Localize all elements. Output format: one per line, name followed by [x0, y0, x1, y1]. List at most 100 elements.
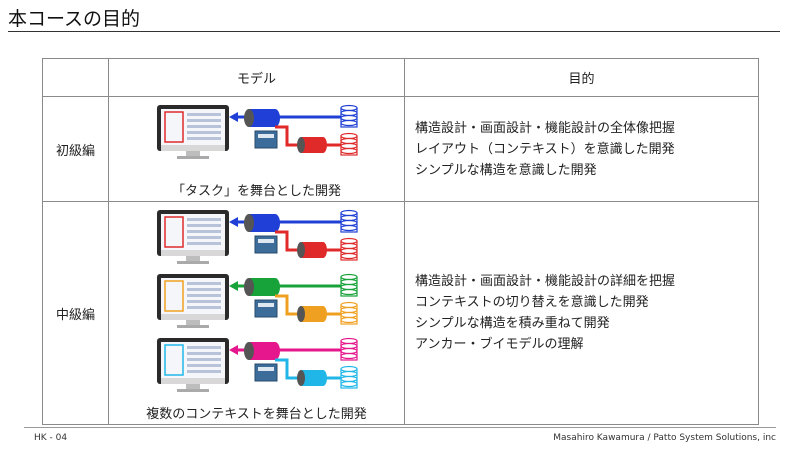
footer-divider [24, 427, 776, 428]
pipe-mouth [297, 306, 305, 322]
monitor-neck [186, 320, 200, 325]
header-model: モデル [108, 58, 405, 97]
screen-line [187, 113, 221, 116]
pipeline-illustration [157, 104, 358, 159]
header-corner [42, 58, 109, 97]
monitor-chin [161, 250, 225, 256]
book-icon [254, 299, 278, 318]
database-disk [340, 219, 358, 227]
database-disk [340, 380, 358, 388]
title-underline [8, 31, 780, 32]
pipe-body [301, 242, 323, 258]
pipe-end [270, 214, 280, 232]
screen-line [187, 294, 221, 297]
screen-line [187, 236, 221, 239]
pipe-mouth [244, 342, 254, 360]
screen-line [187, 137, 221, 140]
pipe-body [301, 370, 323, 386]
book-label [258, 367, 274, 371]
arrow-left-icon [229, 345, 238, 355]
pipe-mouth [244, 214, 254, 232]
pipe-end [319, 137, 327, 153]
database-disk [340, 311, 358, 319]
screen-line [187, 131, 221, 134]
database-disk [340, 288, 358, 296]
database-disk [340, 301, 358, 309]
goal-item: 構造設計・画面設計・機能設計の全体像把握 [415, 120, 676, 136]
screen-line [187, 282, 221, 285]
goal-item: コンテキストの切り替えを意識した開発 [415, 295, 649, 310]
monitor-stand [177, 325, 209, 328]
table-header-row: モデル 目的 [42, 58, 759, 97]
pipe-body [301, 137, 323, 153]
pipe-end [319, 370, 327, 386]
database-disk [340, 137, 358, 145]
database-disk [340, 306, 358, 314]
level-beginner: 初級編 [42, 96, 109, 202]
book-icon [254, 235, 278, 254]
pipe-body [249, 342, 275, 360]
goal-item: 構造設計・画面設計・機能設計の詳細を把握 [415, 274, 676, 289]
screen-line [187, 242, 221, 245]
database-disk [340, 375, 358, 383]
database-disk [340, 114, 358, 122]
pipe-end [319, 306, 327, 322]
monitor-neck [186, 384, 200, 389]
screen-line [187, 218, 221, 221]
pipe-end [270, 342, 280, 360]
database-disk [340, 132, 358, 140]
monitor-stand [177, 389, 209, 392]
database-disk [340, 237, 358, 245]
model-beginner: 「タスク」を舞台とした開発 [108, 96, 405, 202]
monitor-stand [177, 261, 209, 264]
database-disk [340, 224, 358, 232]
pipeline-illustration [157, 209, 358, 392]
database-disk [340, 247, 358, 255]
goal-item: シンプルな構造を積み重ねて開発 [415, 316, 610, 331]
screen-panel [164, 344, 184, 376]
screen-line [187, 370, 221, 373]
screen-panel [164, 111, 184, 143]
pipeline-diagram [109, 103, 404, 183]
database-disk [340, 242, 358, 250]
book-label [258, 134, 274, 138]
database-disk [340, 352, 358, 360]
model-caption: 「タスク」を舞台とした開発 [171, 184, 341, 199]
database-disk [340, 252, 358, 260]
screen-line [187, 306, 221, 309]
pipe-body [301, 306, 323, 322]
arrow-left-icon [229, 217, 238, 227]
screen-line [187, 230, 221, 233]
goals-beginner: 構造設計・画面設計・機能設計の全体像把握 レイアウト（コンテキスト）を意識した開… [404, 96, 759, 202]
arrow-left-icon [229, 112, 238, 122]
book-label [258, 303, 274, 307]
database-disk [340, 278, 358, 286]
monitor-neck [186, 151, 200, 156]
book-icon [254, 130, 278, 149]
database-disk [340, 365, 358, 373]
screen-line [187, 125, 221, 128]
page-title: 本コースの目的 [8, 8, 141, 30]
table-row-intermediate: 中級編 複数のコンテキストを舞台とした開発 構造設計・画面設計・機能設計の詳細を… [42, 201, 759, 425]
pipe-mouth [244, 278, 254, 296]
database-disk [340, 104, 358, 112]
pipe-mouth [297, 242, 305, 258]
monitor-neck [186, 256, 200, 261]
screen-line [187, 346, 221, 349]
screen-line [187, 300, 221, 303]
database-disk [340, 370, 358, 378]
pipe-body [249, 214, 275, 232]
screen-line [187, 364, 221, 367]
pipeline-diagram [109, 208, 404, 406]
pipe-end [270, 109, 280, 127]
screen-line [187, 288, 221, 291]
monitor-chin [161, 145, 225, 151]
pipe-mouth [297, 137, 305, 153]
book-label [258, 239, 274, 243]
model-caption: 複数のコンテキストを舞台とした開発 [146, 407, 367, 422]
screen-line [187, 352, 221, 355]
monitor-stand [177, 156, 209, 159]
goals-intermediate: 構造設計・画面設計・機能設計の詳細を把握 コンテキストの切り替えを意識した開発 … [404, 201, 759, 425]
database-disk [340, 337, 358, 345]
database-disk [340, 316, 358, 324]
